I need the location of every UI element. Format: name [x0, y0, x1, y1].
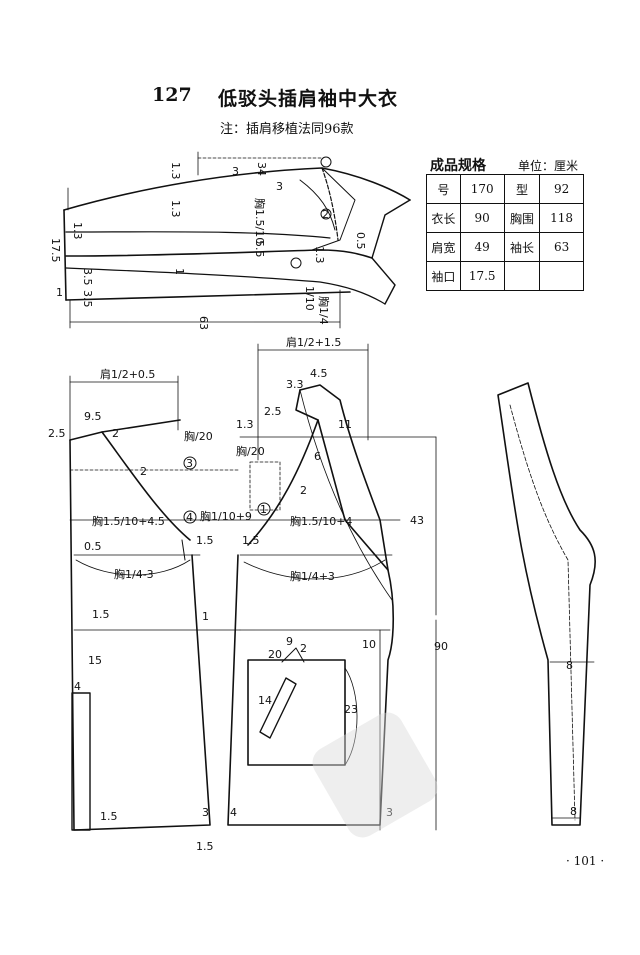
label-0-5: 0.5 — [84, 540, 102, 553]
label-9: 9 — [286, 635, 293, 648]
label-2-5: 2.5 — [48, 427, 66, 440]
spec-cell: 型 — [503, 174, 541, 204]
label-0-5: 0.5 — [354, 232, 367, 250]
marker-circle-2: 2 — [322, 208, 329, 221]
label-23: 23 — [344, 703, 358, 716]
spec-table-unit: 单位：厘米 — [518, 159, 579, 173]
spec-row: 袖口 17.5 — [426, 261, 584, 291]
label-1-10: 1/10 — [303, 286, 316, 311]
label-chest-20: 胸/20 — [236, 444, 265, 458]
page-number: · 101 · — [566, 854, 605, 868]
spec-cell: 衣长 — [426, 203, 461, 233]
label-1-5: 1.5 — [100, 810, 118, 823]
label-back-shoulder: 肩1/2+0.5 — [100, 367, 155, 381]
label-90: 90 — [434, 640, 448, 653]
label-43: 43 — [410, 514, 424, 527]
label-4: 4 — [230, 806, 237, 819]
label-4: 4 — [74, 680, 81, 693]
spec-cell: 17.5 — [459, 261, 505, 291]
label-15: 15 — [88, 654, 102, 667]
spec-table-title: 成品规格 — [430, 158, 486, 174]
label-chest-back-width: 胸1.5/10+4.5 — [92, 514, 165, 528]
label-1-3: 1.3 — [313, 246, 326, 264]
label-sleeve-8: 8 — [570, 805, 577, 818]
spec-cell: 袖口 — [426, 261, 461, 291]
label-3: 3 — [386, 806, 393, 819]
label-3-3: 3.3 — [286, 378, 304, 391]
label-1: 1 — [202, 610, 209, 623]
spec-cell: 号 — [426, 174, 461, 204]
label-63: 63 — [197, 316, 210, 330]
label-14: 14 — [258, 694, 272, 707]
spec-table: 号 170 型 92 衣长 90 胸围 118 肩宽 49 袖长 63 袖口 1… — [426, 174, 584, 291]
label-3-5: 3.5 — [81, 268, 94, 286]
measurement-labels: 34 1.3 1.3 3 3 胸1.5/10 5.5 0.5 1.3 1.3 1… — [48, 162, 577, 853]
label-2: 2 — [140, 465, 147, 478]
label-front-shoulder: 肩1/2+1.5 — [286, 335, 341, 349]
label-2: 2 — [300, 642, 307, 655]
spec-cell: 肩宽 — [426, 232, 461, 262]
label-3: 3 — [276, 180, 283, 193]
spec-cell — [539, 261, 584, 291]
label-2: 2 — [112, 427, 119, 440]
label-2: 2 — [300, 484, 307, 497]
label-chest-quarter: 胸1/4 — [317, 296, 331, 325]
label-1-3: 1.3 — [169, 200, 182, 218]
label-1-3: 1.3 — [169, 162, 182, 180]
sleeve-strip — [497, 382, 596, 826]
label-5-5: 5.5 — [253, 240, 266, 258]
marker-circle-1: 1 — [260, 503, 267, 516]
label-chest-front-width: 胸1.5/10+4 — [290, 514, 352, 528]
diagram-title: 低驳头插肩袖中大衣 — [218, 88, 399, 110]
label-1: 1 — [173, 268, 186, 275]
diagram-note: 注：插肩移植法同96款 — [220, 122, 354, 137]
label-11: 11 — [338, 418, 352, 431]
marker-circle-4: 4 — [186, 511, 193, 524]
label-chest-frac: 胸1.5/10 — [253, 198, 267, 244]
label-20: 20 — [268, 648, 282, 661]
diagram-number: 127 — [152, 84, 192, 106]
label-chest-back-quarter: 胸1/4-3 — [114, 567, 154, 581]
label-34: 34 — [255, 162, 268, 176]
label-1: 1 — [56, 286, 63, 299]
spec-cell — [503, 261, 541, 291]
label-chest-1-10-9: 胸1/10+9 — [200, 509, 252, 523]
label-chest-front-quarter: 胸1/4+3 — [290, 569, 335, 583]
spec-cell: 170 — [459, 174, 505, 204]
label-chest-20: 胸/20 — [184, 429, 213, 443]
label-1-3: 1.3 — [236, 418, 254, 431]
label-3: 3 — [232, 165, 239, 178]
spec-cell: 118 — [539, 203, 584, 233]
label-4-5: 4.5 — [310, 367, 328, 380]
label-1-3: 1.3 — [71, 222, 84, 240]
spec-row: 肩宽 49 袖长 63 — [426, 232, 584, 262]
label-1-5: 1.5 — [242, 534, 260, 547]
spec-row: 号 170 型 92 — [426, 174, 584, 204]
label-6: 6 — [314, 450, 321, 463]
label-10: 10 — [362, 638, 376, 651]
back-body-panel — [69, 375, 241, 831]
spec-cell: 92 — [539, 174, 584, 204]
spec-row: 衣长 90 胸围 118 — [426, 203, 584, 233]
spec-cell: 63 — [539, 232, 584, 262]
label-9-5: 9.5 — [84, 410, 102, 423]
raglan-sleeve-draft — [63, 151, 411, 329]
watermark-seal — [312, 712, 438, 838]
label-sleeve-8: 8 — [566, 659, 573, 672]
label-1-5: 1.5 — [196, 840, 214, 853]
label-17-5: 17.5 — [49, 238, 62, 263]
marker-circle-3: 3 — [186, 457, 193, 470]
label-3: 3 — [202, 806, 209, 819]
front-body-panel — [199, 343, 437, 831]
label-1-5: 1.5 — [196, 534, 214, 547]
label-3-5: 3.5 — [81, 290, 94, 308]
spec-cell: 袖长 — [503, 232, 541, 262]
label-2-5: 2.5 — [264, 405, 282, 418]
label-1-5: 1.5 — [92, 608, 110, 621]
